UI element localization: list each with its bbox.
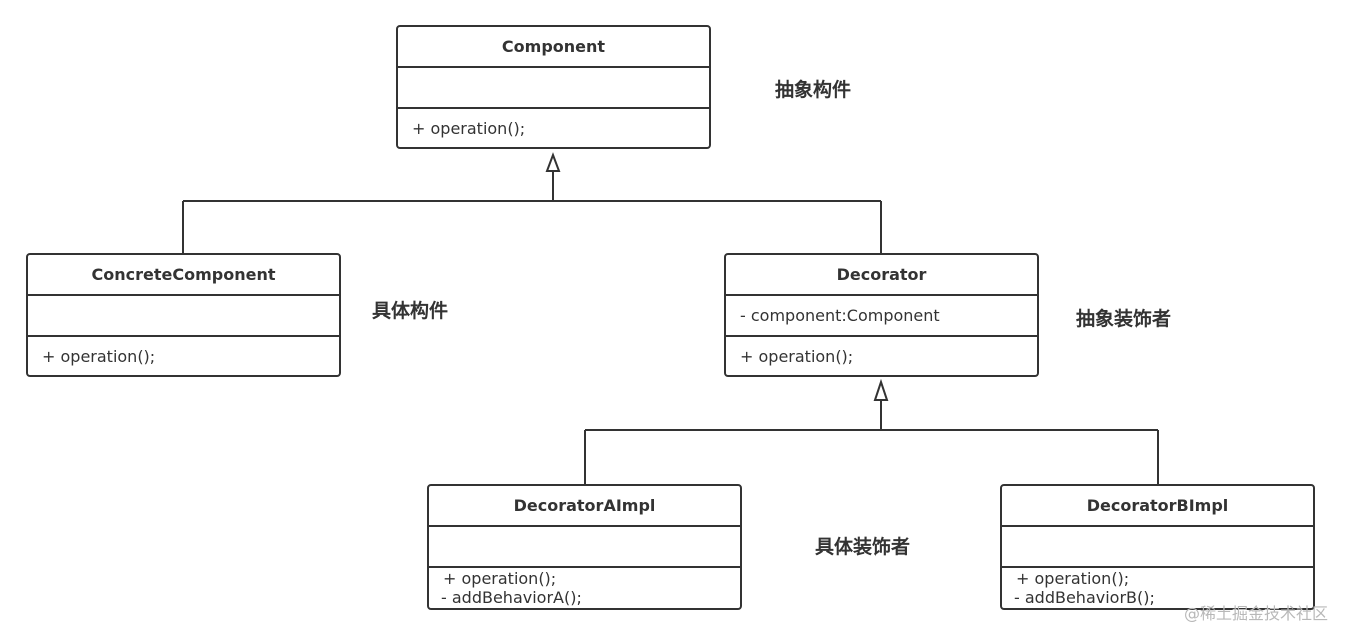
class-component[interactable]: Component + operation(); <box>396 25 711 149</box>
class-attributes <box>429 527 740 568</box>
class-operation: + operation(); <box>443 569 557 588</box>
class-name: DecoratorAImpl <box>429 486 740 527</box>
class-operations: + operation(); - addBehaviorA(); <box>429 568 740 608</box>
class-name: ConcreteComponent <box>28 255 339 296</box>
class-operation: + operation(); <box>740 346 854 366</box>
class-operation: + operation(); <box>42 346 156 366</box>
note-concrete-component: 具体构件 <box>372 300 449 322</box>
note-concrete-decorator: 具体装饰者 <box>815 536 911 558</box>
class-operation: + operation(); <box>412 118 526 138</box>
class-decorator-a-impl[interactable]: DecoratorAImpl + operation(); - addBehav… <box>427 484 742 610</box>
class-attribute: - component:Component <box>726 296 1037 337</box>
class-attributes <box>1002 527 1313 568</box>
class-name: Decorator <box>726 255 1037 296</box>
generalization-arrow-component <box>545 152 561 172</box>
class-decorator-b-impl[interactable]: DecoratorBImpl + operation(); - addBehav… <box>1000 484 1315 610</box>
class-operation: - addBehaviorA(); <box>441 588 582 607</box>
class-operation: + operation(); <box>1016 569 1130 588</box>
class-concrete-component[interactable]: ConcreteComponent + operation(); <box>26 253 341 377</box>
note-abstract-component: 抽象构件 <box>775 79 852 101</box>
generalization-arrow-decorator <box>873 378 889 401</box>
class-attributes <box>28 296 339 337</box>
class-attributes <box>398 68 709 109</box>
class-name: Component <box>398 27 709 68</box>
watermark: @稀土掘金技术社区 <box>1183 604 1328 623</box>
class-operation: - addBehaviorB(); <box>1014 588 1155 607</box>
note-abstract-decorator: 抽象装饰者 <box>1076 308 1172 330</box>
class-operations: + operation(); - addBehaviorB(); <box>1002 568 1313 608</box>
class-decorator[interactable]: Decorator - component:Component + operat… <box>724 253 1039 377</box>
class-name: DecoratorBImpl <box>1002 486 1313 527</box>
